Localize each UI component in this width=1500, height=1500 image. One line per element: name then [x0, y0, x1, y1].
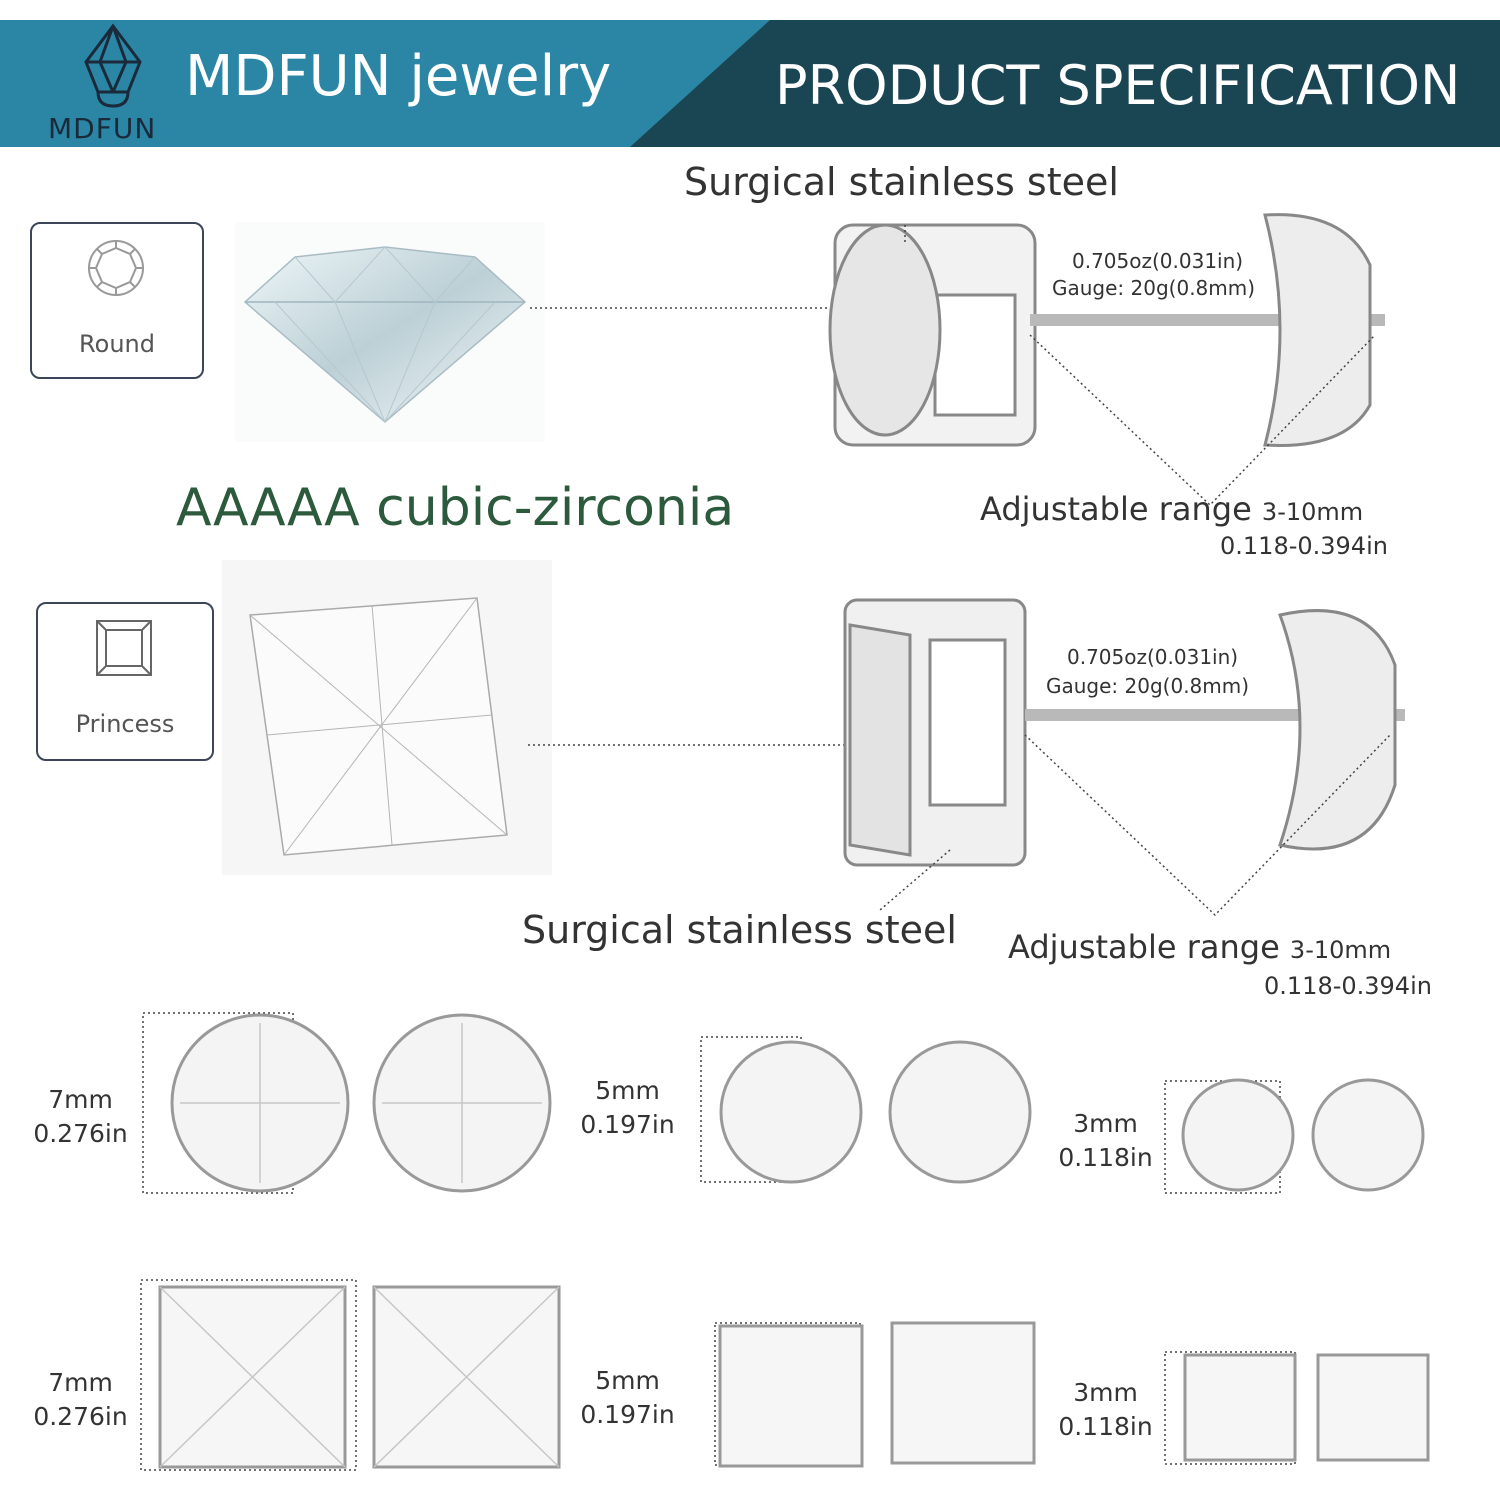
- round-studs-5mm-pair: [700, 1036, 1032, 1184]
- round-range-mm: 3-10mm: [1261, 498, 1364, 526]
- round-size-7-label: 7mm 0.276in: [28, 1083, 133, 1151]
- princess-range-mm: 3-10mm: [1289, 936, 1392, 964]
- princess-cut-icon: [96, 620, 152, 676]
- stone-grade-label: AAAAA cubic-zirconia: [176, 478, 735, 538]
- princess-studs-5mm-pair: [714, 1321, 1036, 1468]
- logo-text: MDFUN: [48, 112, 157, 145]
- round-range-text: Adjustable range: [980, 490, 1252, 528]
- princess-gauge-label: Gauge: 20g(0.8mm): [1046, 674, 1250, 698]
- princess-shape-badge: Princess: [36, 602, 214, 761]
- header-banner: [0, 20, 1500, 147]
- round-size-3-mm: 3mm: [1073, 1109, 1138, 1138]
- princess-material-label: Surgical stainless steel: [522, 908, 957, 952]
- princess-size-5-in: 0.197in: [580, 1400, 675, 1429]
- round-material-label: Surgical stainless steel: [684, 160, 1119, 204]
- round-weight-label: 0.705oz(0.031in): [1072, 249, 1244, 273]
- round-range-in: 0.118-0.394in: [1220, 532, 1388, 560]
- princess-studs-3mm-pair: [1164, 1351, 1430, 1465]
- round-size-7-mm: 7mm: [48, 1085, 113, 1114]
- princess-weight-label: 0.705oz(0.031in): [1067, 645, 1239, 669]
- round-stud-earring-image: [828, 213, 1385, 507]
- round-size-3-label: 3mm 0.118in: [1053, 1107, 1158, 1175]
- round-range-label: Adjustable range 3-10mm: [980, 490, 1363, 528]
- round-size-5-in: 0.197in: [580, 1110, 675, 1139]
- round-size-5-label: 5mm 0.197in: [575, 1074, 680, 1142]
- round-badge-label: Round: [79, 330, 155, 358]
- round-cut-icon: [88, 240, 144, 296]
- princess-size-5-label: 5mm 0.197in: [575, 1364, 680, 1432]
- spec-title: PRODUCT SPECIFICATION: [775, 54, 1461, 117]
- princess-size-3-in: 0.118in: [1058, 1412, 1153, 1441]
- round-studs-7mm-pair: [142, 1012, 552, 1194]
- princess-size-7-label: 7mm 0.276in: [28, 1366, 133, 1434]
- princess-size-7-in: 0.276in: [33, 1402, 128, 1431]
- round-size-7-in: 0.276in: [33, 1119, 128, 1148]
- princess-range-label: Adjustable range 3-10mm: [1008, 928, 1391, 966]
- princess-size-3-label: 3mm 0.118in: [1053, 1376, 1158, 1444]
- round-size-3-in: 0.118in: [1058, 1143, 1153, 1172]
- princess-range-in: 0.118-0.394in: [1264, 972, 1432, 1000]
- princess-size-5-mm: 5mm: [595, 1366, 660, 1395]
- princess-dotted-pointer: [528, 744, 848, 746]
- round-dotted-pointer: [530, 307, 840, 309]
- princess-size-7-mm: 7mm: [48, 1368, 113, 1397]
- princess-studs-7mm-pair: [140, 1279, 561, 1471]
- round-gauge-label: Gauge: 20g(0.8mm): [1052, 276, 1256, 300]
- princess-badge-label: Princess: [75, 710, 175, 738]
- princess-range-text: Adjustable range: [1008, 928, 1280, 966]
- princess-size-3-mm: 3mm: [1073, 1378, 1138, 1407]
- princess-diamond-image: [222, 560, 552, 875]
- round-diamond-image: [235, 222, 545, 442]
- round-studs-3mm-pair: [1164, 1078, 1425, 1194]
- round-shape-badge: Round: [30, 222, 204, 379]
- round-size-5-mm: 5mm: [595, 1076, 660, 1105]
- brand-title: MDFUN jewelry: [185, 44, 612, 109]
- diamond-logo-icon: [84, 23, 142, 108]
- princess-stud-earring-image: [843, 598, 1405, 917]
